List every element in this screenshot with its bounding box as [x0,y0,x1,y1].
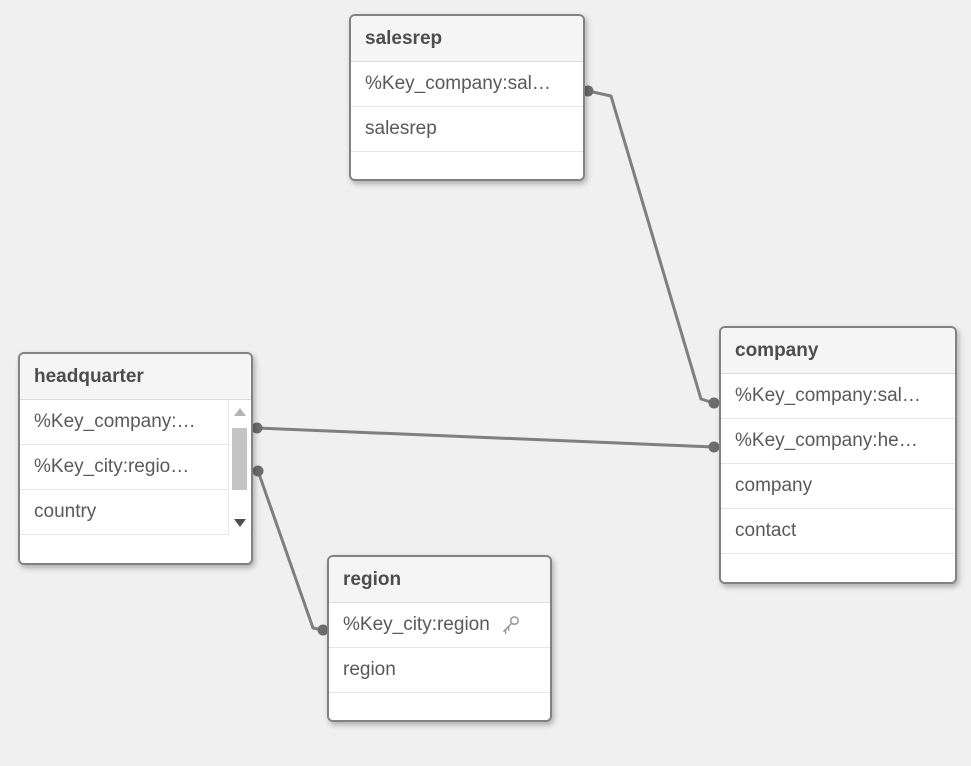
scroll-down-button[interactable] [229,511,251,535]
field-row[interactable]: %Key_city:region [329,603,550,648]
table-headquarter[interactable]: headquarter %Key_company:… %Key_city:reg… [18,352,253,565]
association-line [587,89,715,405]
table-title: salesrep [365,27,443,49]
field-row[interactable]: %Key_company:sal… [351,62,583,107]
field-row[interactable]: %Key_city:regio… [20,445,251,490]
field-label: contact [735,520,797,541]
field-row[interactable]: country [20,490,251,535]
field-label: %Key_company:he… [735,430,918,451]
table-scrollbar[interactable] [228,400,250,535]
key-icon [499,614,521,636]
field-row[interactable]: region [329,648,550,693]
field-row[interactable]: %Key_company:he… [721,419,955,464]
table-footer-row [721,554,955,582]
field-label: %Key_city:region [343,614,490,635]
table-footer-row [351,152,583,179]
connector-dot [251,422,263,434]
scrollbar-thumb[interactable] [232,428,247,490]
connector-dot [582,85,594,97]
field-label: region [343,659,396,680]
table-title: headquarter [34,365,144,387]
field-label: %Key_company:sal… [735,385,921,406]
field-label: country [34,501,97,522]
connector-dot [708,397,720,409]
field-row[interactable]: %Key_company:sal… [721,374,955,419]
table-company[interactable]: company %Key_company:sal… %Key_company:h… [719,326,957,584]
triangle-down-icon [234,519,246,527]
connector-dot [252,465,264,477]
scroll-up-button[interactable] [229,400,251,424]
field-label: %Key_company:sal… [365,73,551,94]
field-label: company [735,475,813,496]
field-row[interactable]: salesrep [351,107,583,152]
table-header[interactable]: region [329,557,550,603]
table-footer-row [20,535,251,563]
table-header[interactable]: headquarter [20,354,251,400]
association-line [256,470,324,632]
connector-dot [317,624,329,636]
association-line [256,426,715,449]
table-title: region [343,568,402,590]
table-footer-row [329,693,550,720]
table-header[interactable]: company [721,328,955,374]
table-title: company [735,339,819,361]
field-label: %Key_company:… [34,411,196,432]
table-salesrep[interactable]: salesrep %Key_company:sal… salesrep [349,14,585,181]
triangle-up-icon [234,408,246,416]
table-header[interactable]: salesrep [351,16,583,62]
field-row[interactable]: company [721,464,955,509]
field-label: salesrep [365,118,437,139]
field-label: %Key_city:regio… [34,456,190,477]
field-row[interactable]: %Key_company:… [20,400,251,445]
field-row[interactable]: contact [721,509,955,554]
table-region[interactable]: region %Key_city:region region [327,555,552,722]
connector-dot [708,441,720,453]
